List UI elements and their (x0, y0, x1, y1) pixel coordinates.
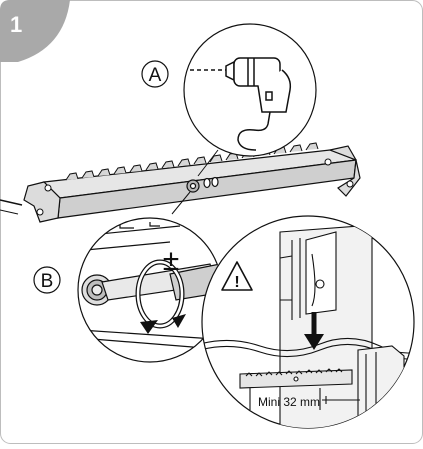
step-number: 1 (10, 12, 22, 37)
callout-minimum-distance: Mini 32 mm (201, 215, 415, 429)
rail-screw-holes (186, 176, 219, 193)
leader-line-a (197, 149, 219, 177)
down-arrow-icon (304, 312, 324, 350)
label-b-text: B (41, 271, 54, 292)
label-b: B (33, 266, 61, 294)
warning-triangle-icon: ! (221, 261, 253, 291)
label-a: A (141, 60, 169, 88)
rotate-arrow-icon (135, 259, 186, 334)
callout-b-adjust: ± (77, 217, 223, 363)
leader-line-b (171, 191, 191, 215)
step-badge: 1 (0, 0, 70, 62)
label-a-text: A (149, 65, 162, 86)
drill-icon (225, 57, 292, 151)
callout-a-drill (183, 23, 317, 157)
warning-symbol: ! (234, 274, 239, 291)
tolerance-symbol: ± (163, 244, 179, 277)
minimum-distance-label: Mini 32 mm (258, 395, 320, 409)
